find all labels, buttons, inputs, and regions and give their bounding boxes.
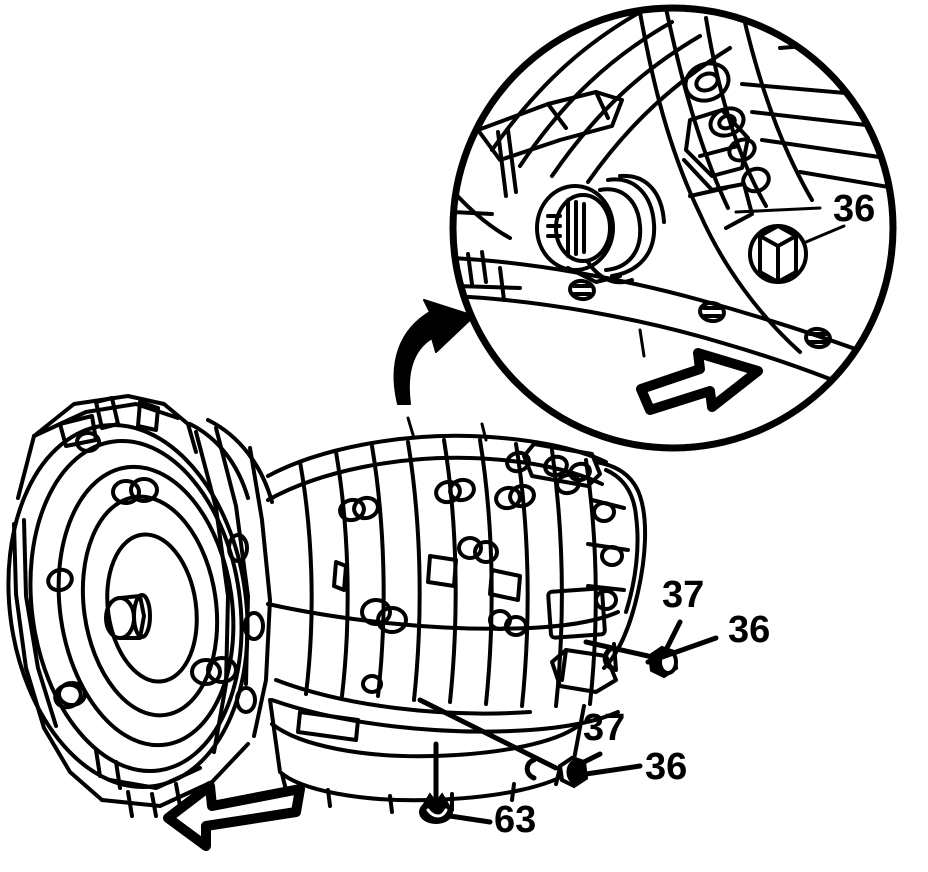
case-top-bolt-row	[505, 442, 602, 488]
hardware-callouts	[417, 619, 719, 825]
hollow-arrow-left-icon	[163, 781, 305, 851]
callout-label-37-upper: 37	[662, 574, 705, 616]
nut-36-upper	[647, 645, 679, 679]
callout-label-36-detail: 36	[833, 188, 876, 230]
transmission-assembly	[6, 394, 648, 818]
bolt-37-upper	[583, 639, 651, 672]
bolt-37-lower	[417, 697, 559, 781]
transmission-case	[266, 433, 620, 734]
detail-circle-outline	[449, 4, 897, 452]
bell-housing	[6, 394, 274, 818]
extension-housing	[550, 460, 648, 694]
callout-label-36-upper: 36	[728, 609, 771, 651]
callout-label-63-drain-plug: 63	[494, 799, 537, 841]
drain-plug-63	[419, 741, 453, 824]
callout-label-36-lower: 36	[645, 746, 688, 788]
curved-detail-leader-arrow	[393, 299, 475, 405]
detail-nut-36	[748, 224, 808, 284]
callout-label-37-lower: 37	[583, 707, 626, 749]
pan-bolt-row	[568, 278, 832, 350]
hollow-arrow-right-icon	[636, 348, 763, 415]
